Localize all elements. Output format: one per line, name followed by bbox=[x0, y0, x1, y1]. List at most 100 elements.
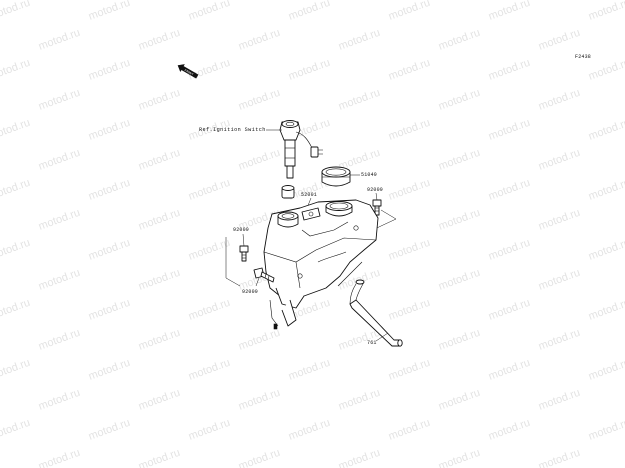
watermark-text: motod.ru bbox=[487, 117, 532, 143]
tank-cap-51049 bbox=[321, 166, 351, 187]
watermark-text: motod.ru bbox=[587, 57, 625, 83]
breather-hose-761 bbox=[349, 279, 403, 347]
watermark-text: motod.ru bbox=[37, 27, 82, 53]
watermark-text: motod.ru bbox=[537, 207, 582, 233]
watermark-text: motod.ru bbox=[387, 0, 432, 23]
watermark-text: motod.ru bbox=[137, 387, 182, 413]
watermark-text: motod.ru bbox=[387, 57, 432, 83]
watermark-text: motod.ru bbox=[587, 117, 625, 143]
watermark-text: motod.ru bbox=[287, 0, 332, 23]
watermark-text: motod.ru bbox=[37, 87, 82, 113]
watermark-text: motod.ru bbox=[537, 27, 582, 53]
watermark-text: motod.ru bbox=[337, 87, 382, 113]
watermark-text: motod.ru bbox=[287, 357, 332, 383]
watermark-text: motod.ru bbox=[0, 237, 32, 263]
watermark-text: motod.ru bbox=[287, 417, 332, 443]
bolt-92009-left-bottom bbox=[253, 267, 275, 283]
watermark-text: motod.ru bbox=[237, 447, 282, 468]
watermark-text: motod.ru bbox=[437, 387, 482, 413]
watermark-text: motod.ru bbox=[187, 57, 232, 83]
diagram-code: F2438 bbox=[575, 54, 591, 60]
watermark-text: motod.ru bbox=[137, 267, 182, 293]
watermark-text: motod.ru bbox=[587, 0, 625, 23]
label-92009-left-top: 92009 bbox=[233, 227, 249, 233]
watermark-text: motod.ru bbox=[487, 0, 532, 23]
watermark-text: motod.ru bbox=[37, 327, 82, 353]
watermark-text: motod.ru bbox=[487, 357, 532, 383]
watermark-text: motod.ru bbox=[437, 327, 482, 353]
watermark-text: motod.ru bbox=[137, 87, 182, 113]
watermark-text: motod.ru bbox=[187, 237, 232, 263]
watermark-text: motod.ru bbox=[587, 357, 625, 383]
watermark-text: motod.ru bbox=[487, 237, 532, 263]
watermark-text: motod.ru bbox=[237, 87, 282, 113]
watermark-text: motod.ru bbox=[387, 117, 432, 143]
watermark-text: motod.ru bbox=[487, 297, 532, 323]
watermark-text: motod.ru bbox=[537, 327, 582, 353]
watermark-text: motod.ru bbox=[537, 447, 582, 468]
watermark-text: motod.ru bbox=[137, 207, 182, 233]
bolt-92009-left-top bbox=[239, 245, 249, 262]
watermark-text: motod.ru bbox=[437, 147, 482, 173]
front-arrow-icon: FRONT bbox=[177, 64, 199, 79]
fuel-tank-body bbox=[263, 199, 379, 330]
watermark-text: motod.ru bbox=[387, 357, 432, 383]
watermark-text: motod.ru bbox=[437, 87, 482, 113]
watermark-text: motod.ru bbox=[87, 117, 132, 143]
watermark-text: motod.ru bbox=[587, 297, 625, 323]
watermark-text: motod.ru bbox=[387, 297, 432, 323]
watermark-text: motod.ru bbox=[387, 417, 432, 443]
watermark-text: motod.ru bbox=[537, 147, 582, 173]
watermark-text: motod.ru bbox=[87, 177, 132, 203]
grommet bbox=[281, 185, 295, 199]
watermark-text: motod.ru bbox=[0, 0, 32, 23]
watermark-text: motod.ru bbox=[487, 177, 532, 203]
label-761: 761 bbox=[367, 340, 377, 346]
watermark-text: motod.ru bbox=[437, 447, 482, 468]
watermark-text: motod.ru bbox=[437, 27, 482, 53]
watermark-text: motod.ru bbox=[37, 207, 82, 233]
watermark-text: motod.ru bbox=[187, 297, 232, 323]
watermark-text: motod.ru bbox=[187, 177, 232, 203]
watermark-text: motod.ru bbox=[387, 177, 432, 203]
watermark-text: motod.ru bbox=[187, 417, 232, 443]
watermark-text: motod.ru bbox=[437, 267, 482, 293]
watermark-text: motod.ru bbox=[387, 237, 432, 263]
watermark-text: motod.ru bbox=[337, 447, 382, 468]
watermark-text: motod.ru bbox=[337, 387, 382, 413]
watermark-text: motod.ru bbox=[487, 417, 532, 443]
watermark-text: motod.ru bbox=[287, 57, 332, 83]
watermark-text: motod.ru bbox=[87, 0, 132, 23]
watermark-text: motod.ru bbox=[0, 357, 32, 383]
watermark-text: motod.ru bbox=[587, 177, 625, 203]
watermark-text: motod.ru bbox=[0, 117, 32, 143]
watermark-text: motod.ru bbox=[537, 387, 582, 413]
watermark-text: motod.ru bbox=[537, 267, 582, 293]
watermark-text: motod.ru bbox=[537, 87, 582, 113]
watermark-text: motod.ru bbox=[487, 57, 532, 83]
watermark-text: motod.ru bbox=[237, 327, 282, 353]
watermark-text: motod.ru bbox=[37, 267, 82, 293]
watermark-text: motod.ru bbox=[37, 147, 82, 173]
watermark-text: motod.ru bbox=[37, 387, 82, 413]
watermark-text: motod.ru bbox=[237, 387, 282, 413]
label-92009-right: 92009 bbox=[367, 187, 383, 193]
watermark-text: motod.ru bbox=[587, 237, 625, 263]
watermark-text: motod.ru bbox=[237, 147, 282, 173]
watermark-text: motod.ru bbox=[87, 297, 132, 323]
watermark-text: motod.ru bbox=[237, 27, 282, 53]
label-ref-ignition-switch: Ref.Ignition Switch bbox=[199, 127, 266, 133]
watermark-text: motod.ru bbox=[87, 237, 132, 263]
ignition-switch-assembly bbox=[279, 120, 323, 179]
watermark-text: motod.ru bbox=[0, 57, 32, 83]
watermark-text: motod.ru bbox=[0, 297, 32, 323]
watermark-text: motod.ru bbox=[87, 57, 132, 83]
watermark-text: motod.ru bbox=[37, 447, 82, 468]
watermark-text: motod.ru bbox=[187, 0, 232, 23]
watermark-text: motod.ru bbox=[0, 177, 32, 203]
watermark-text: motod.ru bbox=[137, 27, 182, 53]
watermark-text: motod.ru bbox=[0, 417, 32, 443]
watermark-text: motod.ru bbox=[87, 357, 132, 383]
watermark-text: motod.ru bbox=[137, 327, 182, 353]
